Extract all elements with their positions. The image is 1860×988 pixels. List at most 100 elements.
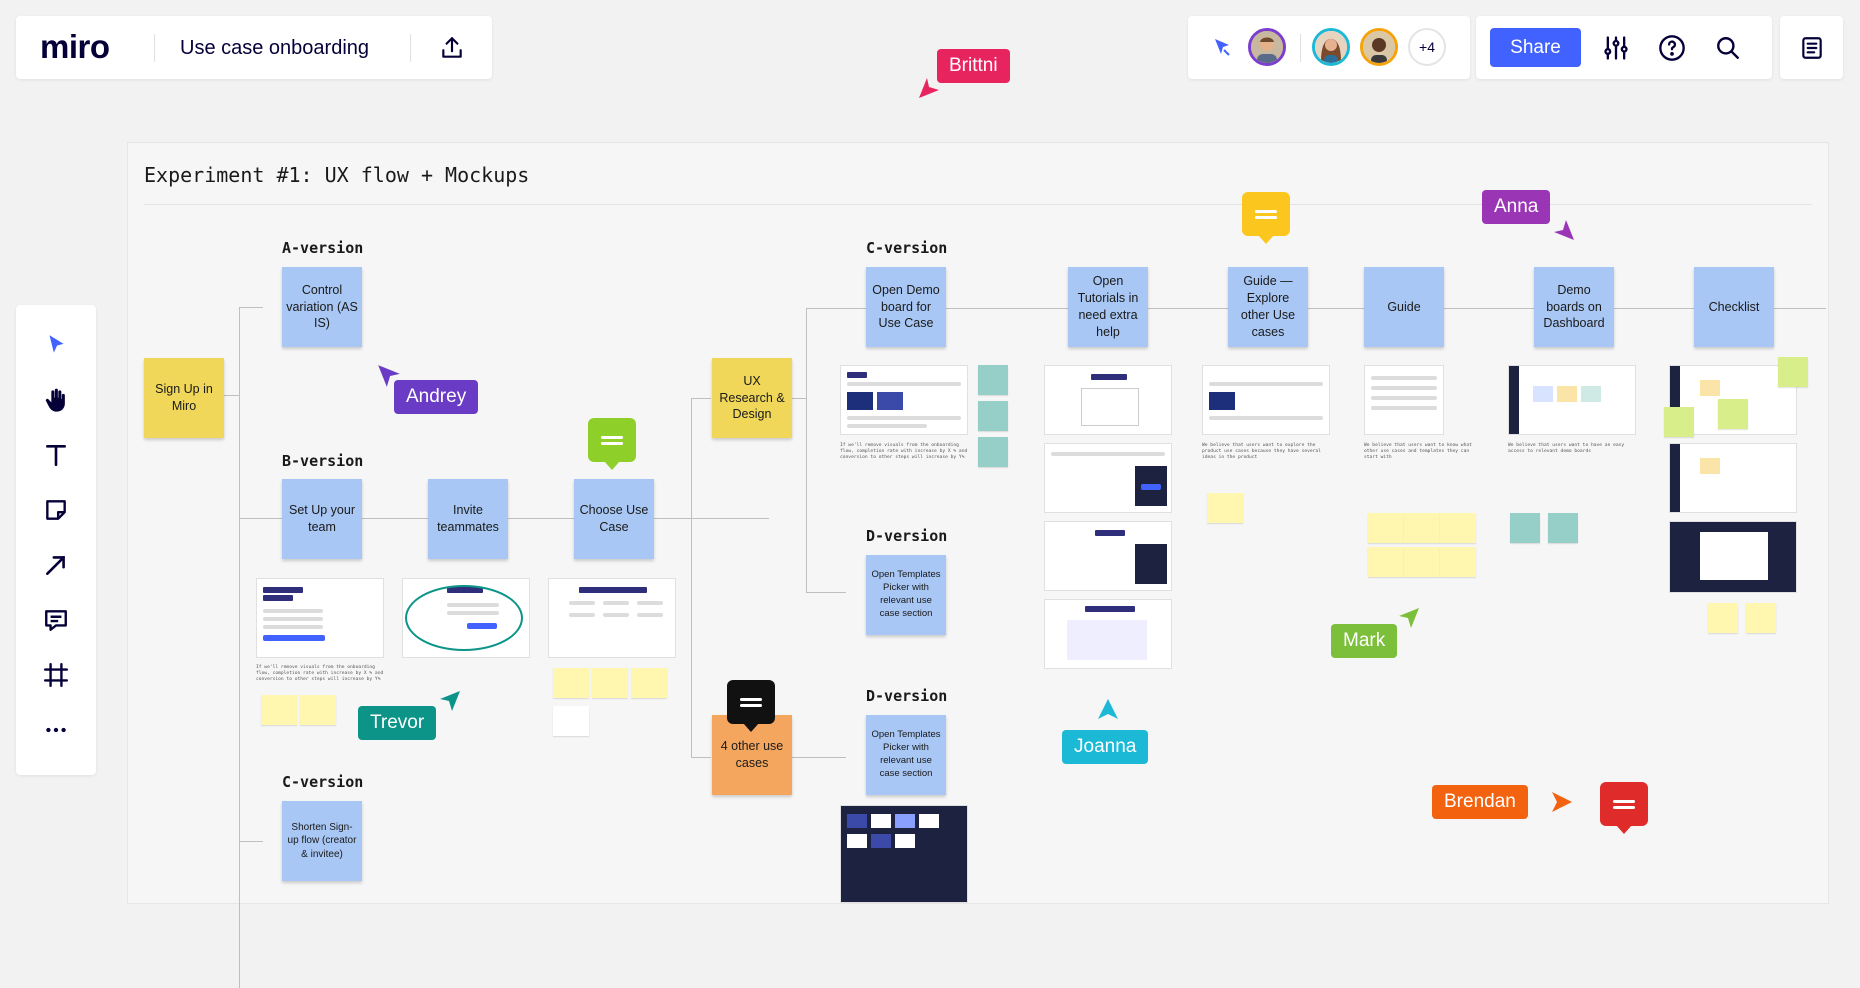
- share-button[interactable]: Share: [1490, 28, 1581, 67]
- connector: [806, 592, 846, 593]
- mini-sticky[interactable]: [978, 437, 1008, 467]
- highlight-circle: [405, 585, 523, 651]
- board-title[interactable]: Use case onboarding: [180, 37, 370, 59]
- comment-red[interactable]: [1600, 782, 1648, 834]
- mockup-checklist-2[interactable]: [1669, 443, 1797, 513]
- mini-sticky[interactable]: [1746, 603, 1776, 633]
- mockup-tutorials-3[interactable]: [1044, 521, 1172, 591]
- cursor-label-andrey: Andrey: [394, 380, 479, 414]
- notes-panel: [1780, 16, 1843, 79]
- mini-sticky[interactable]: [631, 668, 667, 698]
- sticky-control[interactable]: Control variation (AS IS): [282, 267, 362, 347]
- sticky-choose-use-case[interactable]: Choose Use Case: [574, 479, 654, 559]
- sticky-invite[interactable]: Invite teammates: [428, 479, 508, 559]
- mockup-templates[interactable]: [840, 805, 968, 903]
- select-icon[interactable]: [16, 325, 96, 365]
- mini-sticky[interactable]: [1404, 513, 1440, 543]
- sticky-demo-boards[interactable]: Demo boards on Dashboard: [1534, 267, 1614, 347]
- mini-sticky[interactable]: [1207, 493, 1243, 523]
- mini-sticky[interactable]: [1368, 513, 1404, 543]
- mini-sticky[interactable]: [978, 401, 1008, 431]
- hypothesis-note: We believe that users want to know what …: [1364, 443, 1472, 460]
- mini-sticky[interactable]: [1708, 603, 1738, 633]
- mini-sticky[interactable]: [1778, 357, 1808, 387]
- cursor-andrey-icon: [378, 365, 400, 387]
- mockup-tutorials-4[interactable]: [1044, 599, 1172, 669]
- comment-icon[interactable]: [16, 600, 96, 640]
- mini-sticky[interactable]: [1404, 547, 1440, 577]
- sticky-shorten[interactable]: Shorten Sign-up flow (creator & invitee): [282, 801, 362, 881]
- comment-black[interactable]: [727, 680, 775, 732]
- mockup-tutorials-1[interactable]: [1044, 365, 1172, 435]
- sticky-guide-explore[interactable]: Guide — Explore other Use cases: [1228, 267, 1308, 347]
- comment-yellow[interactable]: [1242, 192, 1290, 244]
- mini-sticky[interactable]: [1440, 513, 1476, 543]
- cursor-brittni-icon: [919, 78, 939, 98]
- cursor-follow-icon[interactable]: [1208, 33, 1238, 63]
- settings-sliders-icon[interactable]: [1600, 32, 1632, 64]
- connector: [691, 398, 692, 758]
- cursor-mark-icon: [1399, 608, 1419, 628]
- comment-green[interactable]: [588, 418, 636, 470]
- sticky-setup-team[interactable]: Set Up your team: [282, 479, 362, 559]
- help-icon[interactable]: [1656, 32, 1688, 64]
- mini-sticky[interactable]: [300, 695, 336, 725]
- sticky-guide[interactable]: Guide: [1364, 267, 1444, 347]
- divider: [144, 204, 1812, 205]
- cursor-label-joanna: Joanna: [1062, 730, 1149, 764]
- arrow-icon[interactable]: [16, 545, 96, 585]
- hypothesis-note: We believe that users want to have an ea…: [1508, 443, 1625, 454]
- notes-icon[interactable]: [1796, 32, 1828, 64]
- experiment-frame[interactable]: Experiment #1: UX flow + Mockups A-versi…: [128, 143, 1828, 988]
- mini-sticky[interactable]: [1664, 407, 1694, 437]
- mockup-demo-boards[interactable]: [1508, 365, 1636, 435]
- mockup-guide-explore[interactable]: [1202, 365, 1330, 435]
- mockup-tutorials-2[interactable]: [1044, 443, 1172, 513]
- mini-sticky[interactable]: [592, 668, 628, 698]
- hand-icon[interactable]: [16, 380, 96, 420]
- export-icon[interactable]: [436, 32, 468, 64]
- mini-sticky[interactable]: [261, 695, 297, 725]
- mockup-demo-board[interactable]: [840, 365, 968, 435]
- frame-title[interactable]: Experiment #1: UX flow + Mockups: [144, 163, 530, 187]
- search-icon[interactable]: [1712, 32, 1744, 64]
- more-icon[interactable]: [16, 710, 96, 750]
- cursor-label-mark: Mark: [1331, 624, 1398, 658]
- mini-sticky[interactable]: [978, 365, 1008, 395]
- more-collaborators-count: +4: [1419, 39, 1435, 55]
- connector: [691, 757, 711, 758]
- sticky-open-tutorials[interactable]: Open Tutorials in need extra help: [1068, 267, 1148, 347]
- avatar[interactable]: [1248, 28, 1286, 66]
- divider: [1300, 34, 1301, 62]
- share-button-label: Share: [1510, 36, 1561, 58]
- mockup-invite[interactable]: [402, 578, 530, 658]
- avatar[interactable]: [1312, 28, 1350, 66]
- mini-sticky[interactable]: [1510, 513, 1540, 543]
- actions-panel: Share: [1476, 16, 1772, 79]
- d-version-label-1: D-version: [866, 527, 948, 545]
- left-toolbar: [16, 305, 96, 775]
- more-collaborators-badge[interactable]: +4: [1408, 28, 1446, 66]
- sticky-templates-1[interactable]: Open Templates Picker with relevant use …: [866, 555, 946, 635]
- mini-sticky[interactable]: [1548, 513, 1578, 543]
- sticky-note-icon[interactable]: [16, 490, 96, 530]
- avatar[interactable]: [1360, 28, 1398, 66]
- mockup-setup-team[interactable]: [256, 578, 384, 658]
- mini-sticky[interactable]: [553, 668, 589, 698]
- miro-logo[interactable]: miro: [40, 28, 110, 65]
- mini-sticky[interactable]: [1718, 399, 1748, 429]
- frame-icon[interactable]: [16, 655, 96, 695]
- sticky-ux-research[interactable]: UX Research & Design: [712, 358, 792, 438]
- text-icon[interactable]: [16, 435, 96, 475]
- mini-sticky[interactable]: [1368, 547, 1404, 577]
- sticky-sign-up[interactable]: Sign Up in Miro: [144, 358, 224, 438]
- mockup-guide[interactable]: [1364, 365, 1444, 435]
- mini-sticky[interactable]: [1440, 547, 1476, 577]
- mockup-checklist-3[interactable]: [1669, 521, 1797, 593]
- sticky-templates-2[interactable]: Open Templates Picker with relevant use …: [866, 715, 946, 795]
- mockup-choose-use-case[interactable]: [548, 578, 676, 658]
- connector: [239, 307, 263, 308]
- sticky-checklist[interactable]: Checklist: [1694, 267, 1774, 347]
- mini-sticky[interactable]: [553, 706, 589, 736]
- sticky-open-demo[interactable]: Open Demo board for Use Case: [866, 267, 946, 347]
